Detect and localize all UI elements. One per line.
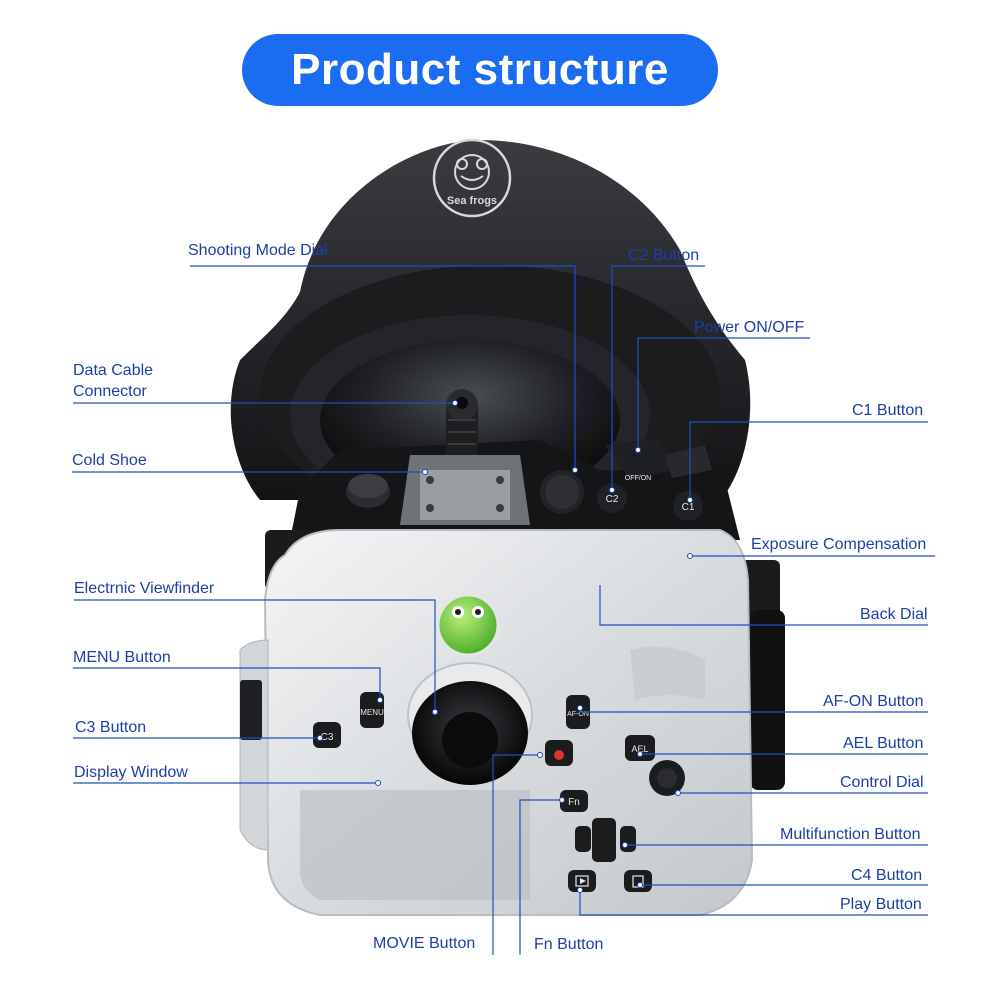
label-multifunction-button: Multifunction Button <box>780 826 921 843</box>
top-left-knob <box>346 474 390 508</box>
af-on-mark: AF-ON <box>567 711 589 718</box>
label-exposure-compensation: Exposure Compensation <box>751 536 927 553</box>
label-ael-button: AEL Button <box>843 735 924 752</box>
label-fn-button: Fn Button <box>534 936 604 953</box>
label-back-dial: Back Dial <box>860 606 928 623</box>
shooting-mode-dial[interactable] <box>540 470 584 514</box>
label-shooting-mode-dial: Shooting Mode Dial <box>188 242 328 259</box>
ael-button[interactable]: AEL <box>625 735 655 761</box>
electronic-viewfinder <box>407 662 533 785</box>
c1-button[interactable]: C1 <box>665 445 712 521</box>
brand-logo-text: Sea frogs <box>447 195 497 207</box>
c2-button[interactable]: C2 <box>597 483 627 513</box>
label-c3-button: C3 Button <box>75 719 147 736</box>
label-c1-button: C1 Button <box>852 402 924 419</box>
frog-face-icon <box>432 138 512 218</box>
label-af-on-button: AF-ON Button <box>823 693 924 710</box>
menu-mark: MENU <box>360 708 384 717</box>
movie-button[interactable] <box>545 740 573 766</box>
c2-mark: C2 <box>606 494 619 505</box>
label-display-window: Display Window <box>74 764 188 781</box>
power-lever[interactable]: OFF/ON <box>605 438 672 482</box>
c3-mark: C3 <box>321 732 334 743</box>
label-data-cable-connector-line1: Data Cable <box>73 362 154 379</box>
label-c2-button: C2 Button <box>628 247 700 264</box>
c3-button[interactable]: C3 <box>313 722 341 748</box>
c1-mark: C1 <box>682 502 695 513</box>
label-menu-button: MENU Button <box>73 649 171 666</box>
label-power-on-off: Power ON/OFF <box>694 319 805 336</box>
play-button[interactable] <box>568 870 596 892</box>
data-cable-connector <box>446 389 478 465</box>
label-data-cable-connector-line2: Connector <box>73 383 147 400</box>
cold-shoe <box>400 455 530 525</box>
af-on-button[interactable]: AF-ON <box>566 695 590 729</box>
title-banner: Product structure <box>242 34 718 106</box>
control-dial[interactable] <box>649 760 685 796</box>
label-control-dial: Control Dial <box>840 774 924 791</box>
leader-lines <box>72 265 935 955</box>
leader-dots <box>317 400 693 893</box>
label-c4-button: C4 Button <box>851 867 923 884</box>
label-movie-button: MOVIE Button <box>373 935 476 952</box>
c4-button[interactable] <box>624 870 652 892</box>
label-cold-shoe: Cold Shoe <box>72 452 147 469</box>
page-title: Product structure <box>291 45 669 94</box>
ael-mark: AEL <box>631 744 648 754</box>
label-play-button: Play Button <box>840 896 922 913</box>
off-on-mark: OFF/ON <box>625 475 651 482</box>
label-electronic-viewfinder: Electrnic Viewfinder <box>74 580 215 597</box>
sea-frogs-badge <box>436 593 500 657</box>
fn-mark: Fn <box>568 797 580 808</box>
fn-button[interactable]: Fn <box>560 790 588 812</box>
